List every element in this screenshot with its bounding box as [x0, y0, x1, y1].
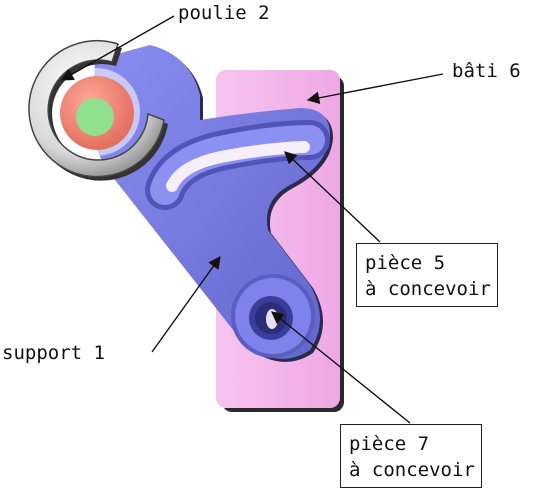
label-support: support 1: [2, 342, 105, 364]
leader-arrows: [60, 15, 444, 424]
arrow-poulie: [60, 15, 175, 81]
piece5-subtitle: à concevoir: [365, 278, 491, 300]
callout-piece7: pièce 7 à concevoir: [340, 424, 482, 488]
curved-slot: [145, 120, 330, 210]
arrow-piece7: [271, 311, 411, 424]
label-bati: bâti 6: [452, 60, 521, 82]
piece7-title: pièce 7: [349, 433, 430, 455]
arrow-support: [151, 255, 221, 353]
label-poulie: poulie 2: [178, 2, 270, 24]
callout-piece5: pièce 5 à concevoir: [356, 243, 498, 307]
piece7-subtitle: à concevoir: [349, 459, 475, 481]
piece5-title: pièce 5: [365, 252, 446, 274]
boss-hole: [231, 274, 315, 358]
arrow-piece5: [284, 151, 381, 243]
arrow-bati: [306, 73, 444, 105]
